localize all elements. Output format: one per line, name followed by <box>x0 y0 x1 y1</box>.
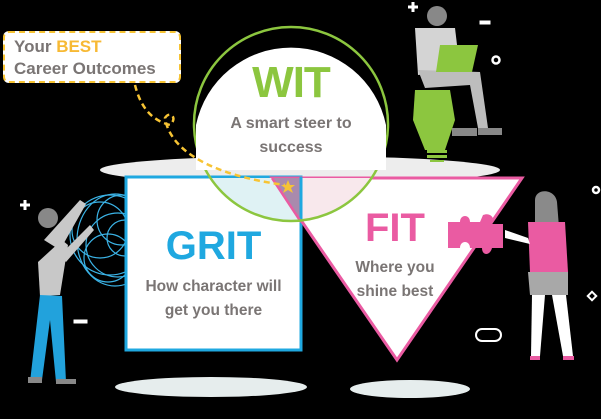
circle-icon <box>475 328 502 342</box>
circle-icon <box>591 185 601 195</box>
fit-title: FIT <box>365 206 425 250</box>
woman-with-puzzle-figure <box>448 191 574 360</box>
minus-icon <box>73 319 88 324</box>
wit-title: WIT <box>252 58 331 107</box>
wit-subtitle-line2: success <box>259 139 323 156</box>
callout-box <box>3 31 181 83</box>
grit-subtitle-line2: get you there <box>164 302 263 319</box>
man-scribbling-figure <box>28 200 94 384</box>
callout-line2: Career Outcomes <box>14 59 156 78</box>
grit-title: GRIT <box>165 224 262 268</box>
fit-subtitle-line2: shine best <box>356 283 434 300</box>
fit-subtitle: Where you shine best <box>335 256 455 304</box>
minus-icon <box>479 20 491 25</box>
lightbulb-icon <box>413 90 455 150</box>
fit-subtitle-line1: Where you <box>355 259 435 276</box>
callout-highlight: BEST <box>56 37 102 56</box>
ground-shadow-right <box>350 380 470 398</box>
puzzle-piece-icon <box>448 214 503 254</box>
grit-subtitle: How character will get you there <box>126 275 301 323</box>
laptop-icon <box>436 45 478 72</box>
diamond-icon <box>586 290 598 302</box>
plus-icon <box>20 200 30 210</box>
circle-icon <box>491 55 501 65</box>
man-with-laptop-figure <box>413 6 502 162</box>
callout-line1-prefix: Your <box>14 37 57 56</box>
wit-circle <box>192 25 390 223</box>
wit-subtitle: A smart steer to success <box>191 112 391 160</box>
star-icon <box>281 180 295 193</box>
callout-text: Your BEST Career Outcomes <box>14 36 156 80</box>
ground-shadow-left <box>115 377 307 397</box>
wit-subtitle-line1: A smart steer to <box>230 115 352 132</box>
decorative-marks <box>20 2 601 342</box>
callout-connector <box>133 84 286 187</box>
plus-icon <box>408 2 418 12</box>
grit-subtitle-line1: How character will <box>145 278 282 295</box>
